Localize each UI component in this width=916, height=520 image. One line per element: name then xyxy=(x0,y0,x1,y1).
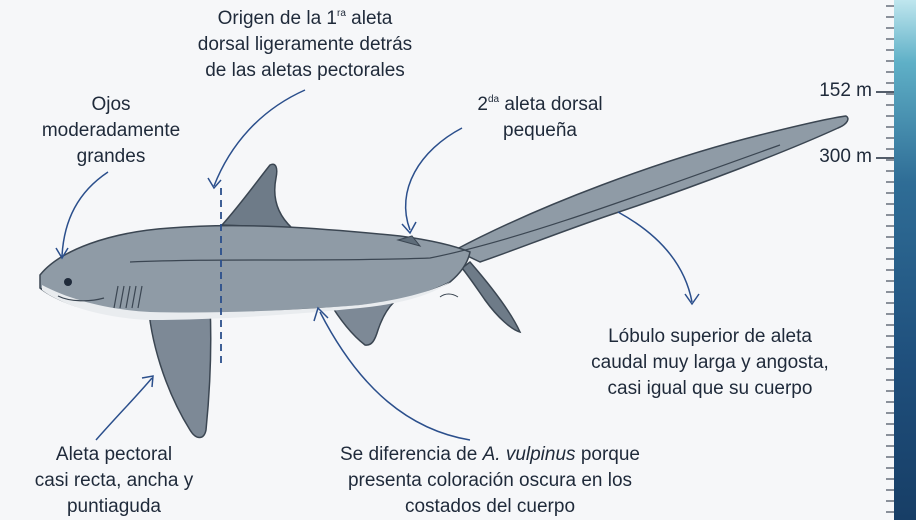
gill-slits xyxy=(113,285,143,309)
depth-mark-152: 152 m xyxy=(819,80,872,101)
pectoral-fin xyxy=(147,299,212,439)
coloration-annotation: Se diferencia de A. vulpinus porque pres… xyxy=(340,444,640,517)
mouth xyxy=(57,295,105,302)
arrow-pectoral xyxy=(95,377,153,441)
arrow-first-dorsal xyxy=(213,89,306,187)
caudal-lower-lobe xyxy=(460,260,522,334)
caudal-annotation: Lóbulo superior de aleta caudal muy larg… xyxy=(591,326,829,399)
depth-mark-300: 300 m xyxy=(819,146,872,167)
clasper xyxy=(439,293,459,298)
pectoral-annotation: Aleta pectoral casi recta, ancha y punti… xyxy=(34,444,194,517)
depth-ruler-ticks xyxy=(886,5,894,513)
eyes-annotation: Ojos moderadamente grandes xyxy=(41,94,181,167)
caudal-upper-lobe xyxy=(453,115,849,263)
lateral-line xyxy=(129,144,781,263)
depth-ruler xyxy=(894,0,916,520)
pelvic-fin xyxy=(326,299,396,346)
arrow-caudal xyxy=(617,211,693,303)
second-dorsal-annotation: 2da aleta dorsal pequeña xyxy=(477,94,603,141)
first-dorsal-annotation: Origen de la 1ra aleta dorsal ligerament… xyxy=(197,8,413,81)
eye xyxy=(64,278,72,286)
shark-belly xyxy=(42,282,450,320)
arrow-eyes xyxy=(61,171,109,257)
arrow-coloration xyxy=(319,311,471,441)
first-dorsal-fin xyxy=(220,163,295,229)
arrow-second-dorsal xyxy=(404,127,463,231)
second-dorsal-fin xyxy=(396,235,422,247)
